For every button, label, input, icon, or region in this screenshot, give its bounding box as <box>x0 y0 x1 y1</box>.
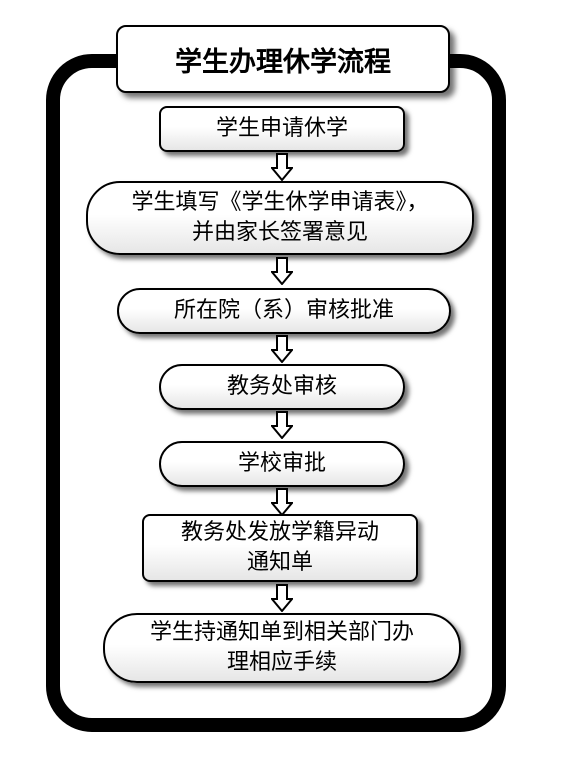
step-department-approval: 所在院（系）审核批准 <box>117 288 451 334</box>
flowchart-title: 学生办理休学流程 <box>116 25 450 93</box>
step-text-line: 并由家长签署意见 <box>191 220 368 245</box>
step-fill-application-form: 学生填写《学生休学申请表》， 并由家长签署意见 <box>86 181 474 255</box>
step-text-line: 理相应手续 <box>226 650 337 675</box>
down-arrow-icon <box>271 411 293 439</box>
down-arrow-icon <box>271 335 293 363</box>
down-arrow-icon <box>271 488 293 516</box>
down-arrow-icon <box>271 153 293 181</box>
step-issue-status-change-notice: 教务处发放学籍异动 通知单 <box>142 514 418 582</box>
step-text-line: 教务处发放学籍异动 <box>180 520 379 545</box>
step-text-line: 学生填写《学生休学申请表》， <box>131 190 429 215</box>
step-complete-procedures: 学生持通知单到相关部门办 理相应手续 <box>103 613 461 683</box>
step-school-approval: 学校审批 <box>159 441 405 487</box>
step-text-line: 学生持通知单到相关部门办 <box>149 620 414 645</box>
down-arrow-icon <box>271 257 293 285</box>
step-text-line: 教务处审核 <box>226 374 337 399</box>
step-text-line: 学生申请休学 <box>215 116 348 141</box>
step-text-line: 通知单 <box>246 550 313 575</box>
down-arrow-icon <box>271 584 293 612</box>
step-academic-affairs-review: 教务处审核 <box>159 364 405 410</box>
step-apply-suspension: 学生申请休学 <box>159 106 405 152</box>
step-text-line: 所在院（系）审核批准 <box>173 298 394 323</box>
step-text-line: 学校审批 <box>237 451 326 476</box>
